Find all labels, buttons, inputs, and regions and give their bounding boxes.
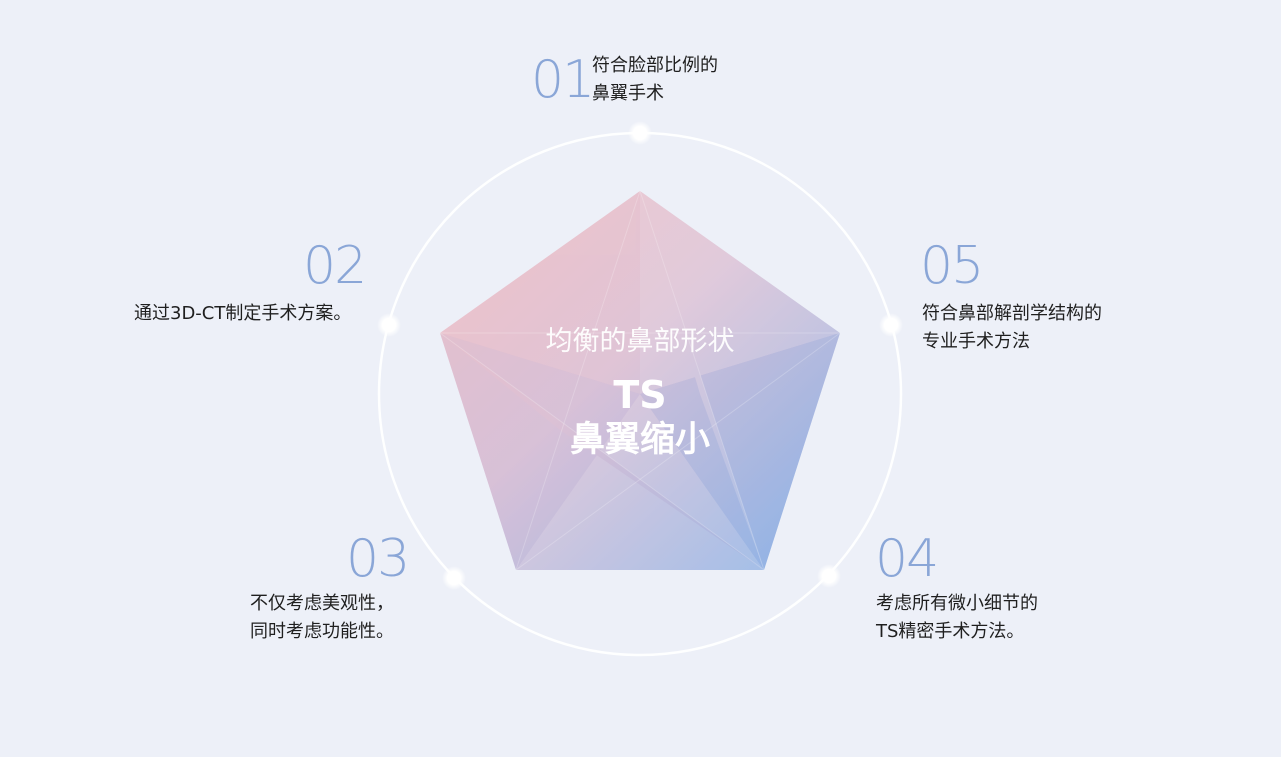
node-number-03: 03 bbox=[346, 529, 410, 589]
dot-left-core bbox=[382, 318, 396, 332]
node-03-line-1: 不仅考虑美观性， bbox=[250, 593, 394, 614]
circle-dots bbox=[377, 121, 903, 590]
node-description-03: 不仅考虑美观性， 同时考虑功能性。 bbox=[250, 590, 420, 646]
center-pentagon bbox=[440, 191, 840, 570]
center-label: 均衡的鼻部形状 TS 鼻翼缩小 bbox=[490, 322, 790, 462]
node-description-04: 考虑所有微小细节的 TS精密手术方法。 bbox=[876, 590, 1038, 646]
node-05-line-1: 符合鼻部解剖学结构的 bbox=[922, 303, 1102, 324]
node-number-02: 02 bbox=[303, 236, 367, 296]
edge-line-3 bbox=[439, 332, 765, 571]
node-02-line-1: 通过3D-CT制定手术方案。 bbox=[134, 303, 352, 324]
node-04-line-2: TS精密手术方法。 bbox=[876, 621, 1025, 642]
facet-1 bbox=[640, 191, 840, 394]
node-description-05: 符合鼻部解剖学结构的 专业手术方法 bbox=[922, 300, 1102, 356]
node-01-line-2: 鼻翼手术 bbox=[592, 83, 664, 104]
facet-3 bbox=[440, 333, 640, 570]
edge-line-2 bbox=[639, 190, 765, 571]
edge-line-4 bbox=[515, 332, 841, 571]
dot-right-core bbox=[884, 318, 898, 332]
node-number-05: 05 bbox=[920, 236, 984, 296]
dot-bottom-right-core bbox=[822, 569, 836, 583]
facet-5 bbox=[640, 333, 840, 570]
center-subtitle: 均衡的鼻部形状 bbox=[545, 326, 735, 357]
node-number-01: 01 bbox=[531, 50, 595, 110]
facet-7 bbox=[440, 333, 764, 570]
node-03-line-2: 同时考虑功能性。 bbox=[250, 621, 394, 642]
center-ts: TS bbox=[613, 373, 667, 417]
node-number-04: 04 bbox=[875, 529, 939, 589]
edge-line-1 bbox=[515, 190, 641, 571]
pentagon-facets bbox=[440, 191, 840, 570]
pentagon-edges bbox=[439, 190, 841, 571]
facet-2 bbox=[440, 191, 640, 394]
node-description-01: 符合脸部比例的 鼻翼手术 bbox=[592, 52, 718, 108]
node-05-line-2: 专业手术方法 bbox=[922, 331, 1030, 352]
facet-6 bbox=[640, 191, 764, 570]
dot-top-core bbox=[633, 126, 647, 140]
node-description-02: 通过3D-CT制定手术方案。 bbox=[134, 300, 364, 328]
node-01-line-1: 符合脸部比例的 bbox=[592, 55, 718, 76]
center-title: 鼻翼缩小 bbox=[569, 420, 710, 460]
facet-4 bbox=[516, 394, 764, 570]
node-04-line-1: 考虑所有微小细节的 bbox=[876, 593, 1038, 614]
dot-bottom-left-core bbox=[447, 571, 461, 585]
